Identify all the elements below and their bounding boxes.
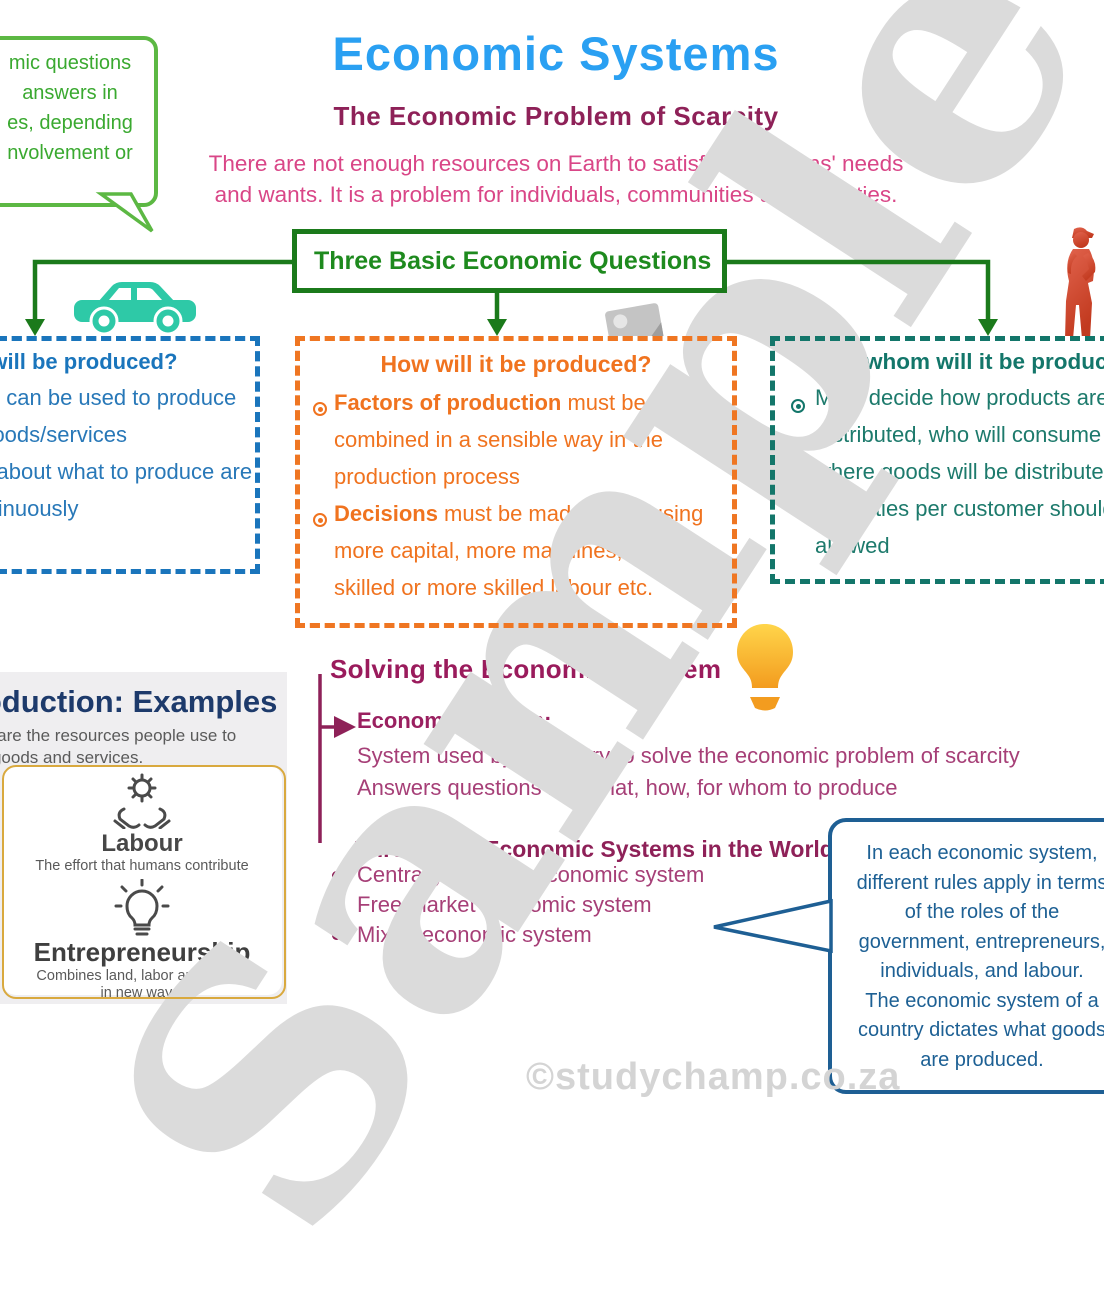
factors-poster-title: Factors of Production: Examples (0, 684, 278, 719)
arrow-down-icon (978, 319, 998, 336)
blue-note-text: In each economic system, different rules… (832, 822, 1104, 1075)
how-line-rest: must be made about using (437, 501, 704, 526)
blue-note-line: The economic system of a (865, 989, 1099, 1012)
bullet-icon (313, 402, 327, 416)
for-whom-text: Must decide how products are distributed… (815, 379, 1104, 564)
page-subtitle: The Economic Problem of Scarcity (333, 101, 779, 131)
factors-poster-subtitle: Factors of production are the resources … (0, 725, 287, 769)
three-questions-banner-label: Three Basic Economic Questions (314, 247, 712, 275)
system-item-planned: Centrally planned economic system (357, 862, 705, 887)
what-produced-box: What will be produced? Resources can be … (0, 336, 260, 574)
how-line: skilled or more skilled labour etc. (334, 575, 654, 600)
entrepreneurship-desc-line: Combines land, labor and capital (36, 968, 248, 984)
bullet-icon (791, 399, 805, 413)
intro-line-1: There are not enough resources on Earth … (208, 151, 904, 176)
whom-line: distributed, who will consume them, (815, 422, 1104, 447)
how-produced-text: Factors of production must be combined i… (334, 384, 732, 606)
factors-subtitle-line: Factors of production are the resources … (0, 726, 237, 745)
whom-line: where goods will be distributed, (815, 459, 1104, 484)
blue-note-line: individuals, and labour. (880, 960, 1084, 982)
how-line-rest: must be (561, 390, 646, 415)
green-note-line: mic questions (8, 52, 132, 74)
what-line: made continuously (0, 496, 79, 521)
how-line-bold: Factors of production (334, 390, 562, 415)
system-item-free-market: Free market economic system (357, 892, 652, 917)
what-produced-title: What will be produced? (0, 349, 178, 374)
economic-system-term: Economic system: (357, 708, 552, 733)
how-produced-box: How will it be produced? Factors of prod… (295, 336, 737, 628)
blue-note-line: of the roles of the (904, 901, 1060, 923)
site-credit: ©studychamp.co.za (526, 1056, 901, 1098)
banknote-icon (605, 303, 664, 345)
factors-poster: Factors of Production: Examples Factors … (0, 672, 287, 1004)
bullet-icon (332, 871, 341, 880)
economic-system-definition-line2: Answers questions like what, how, for wh… (357, 775, 898, 800)
economic-system-definition-line1: System used by a country to solve the ec… (357, 743, 1020, 768)
for-whom-box: For whom will it be produced? Must decid… (770, 336, 1104, 584)
bullet-icon (313, 513, 327, 527)
blue-note-bubble: In each economic system, different rules… (828, 818, 1104, 1094)
intro-line-2: and wants. It is a problem for individua… (214, 182, 898, 207)
bullet-icon (332, 931, 341, 940)
lightbulb-icon (737, 624, 793, 711)
worker-silhouette-icon (1065, 227, 1096, 339)
how-line: combined in a sensible way in the (334, 427, 663, 452)
factors-card: Labour The effort that humans contribute… (2, 765, 282, 1001)
three-questions-banner: Three Basic Economic Questions (297, 234, 722, 288)
blue-note-line: government, entrepreneurs, (858, 930, 1104, 953)
what-line: Decisions about what to produce are (0, 459, 253, 484)
how-line-bold: Decisions (334, 501, 438, 526)
blue-bubble-tail (713, 898, 833, 954)
bullet-icon (332, 901, 341, 910)
blue-note-line: are produced. (920, 1048, 1044, 1071)
blue-note-line: In each economic system, (866, 842, 1098, 864)
labour-description: The effort that humans contribute (35, 858, 249, 874)
intro-paragraph: There are not enough resources on Earth … (132, 148, 980, 210)
how-line: more capital, more machines, less- (334, 538, 676, 563)
entrepreneurship-heading: Entrepreneurship (33, 937, 251, 967)
for-whom-title: For whom will it be produced? (822, 349, 1104, 374)
hands-holding-gear-icon (113, 773, 171, 829)
factors-subtitle-line: produce goods and services. (0, 748, 144, 767)
green-note-line: answers in (22, 82, 118, 104)
labour-heading: Labour (101, 830, 183, 857)
what-line: Resources can be used to produce (0, 385, 237, 410)
lightbulb-outline-icon (114, 879, 170, 936)
how-line: Factors of production must be (334, 384, 732, 421)
how-produced-title: How will it be produced? (380, 351, 652, 377)
three-systems-heading: Three main Economic Systems in the World… (355, 836, 842, 862)
arrow-right-icon (334, 716, 356, 738)
car-icon (74, 282, 196, 336)
green-note-text: mic questions answers in es, depending n… (0, 48, 148, 168)
green-note-bubble (0, 36, 158, 207)
arrow-down-icon (487, 319, 507, 336)
what-produced-text: Resources can be used to produce differe… (0, 379, 255, 527)
whom-line: allowed (815, 533, 890, 558)
entrepreneurship-desc-line: in new ways. (100, 985, 184, 1001)
solving-heading: Solving the Economic Problem (330, 654, 722, 684)
how-line: production process (334, 464, 520, 489)
what-line: different goods/services (0, 422, 127, 447)
blue-note-line: country dictates what goods (858, 1019, 1104, 1041)
entrepreneurship-description: Combines land, labor and capital in new … (2, 968, 282, 1002)
green-note-line: nvolvement or (7, 142, 133, 164)
how-line: Decisions must be made about using (334, 495, 732, 532)
whom-line: Must decide how products are (815, 385, 1104, 410)
green-note-line: es, depending (7, 112, 133, 134)
blue-note-line: different rules apply in terms (856, 871, 1104, 894)
page-title: Economic Systems (332, 27, 780, 80)
whom-line: quantities per customer should be (815, 496, 1104, 521)
arrow-down-icon (25, 319, 45, 336)
system-item-mixed: Mixed economic system (357, 922, 592, 947)
